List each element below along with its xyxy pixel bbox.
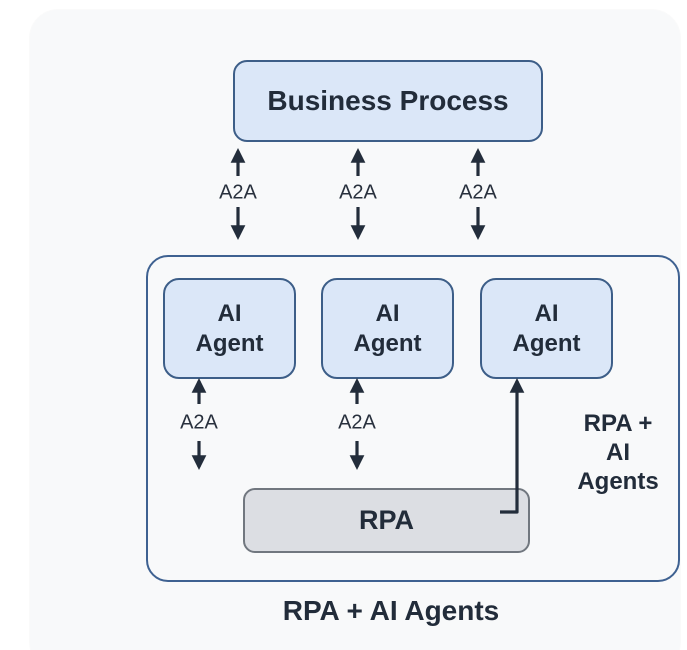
- diagram-card: Business Process AI Agent AI Agent AI Ag…: [30, 10, 680, 650]
- a2a-label-top-2: A2A: [339, 181, 377, 204]
- rpa-ai-agents-side-label: RPA + AI Agents: [577, 410, 659, 495]
- rpa-label: RPA: [358, 505, 414, 535]
- ai-agent-node-1: AI Agent: [163, 278, 296, 379]
- a2a-label-inner-2: A2A: [338, 411, 376, 434]
- diagram-caption: RPA + AI Agents: [282, 595, 500, 626]
- agents-container: [146, 255, 680, 582]
- business-process-label: Business Process: [267, 85, 509, 116]
- ai-agent-label-3: AI Agent: [512, 299, 581, 357]
- a2a-label-inner-1: A2A: [180, 411, 218, 434]
- a2a-label-top-1: A2A: [219, 181, 257, 204]
- rpa-node: RPA: [243, 488, 530, 553]
- ai-agent-node-2: AI Agent: [321, 278, 454, 379]
- a2a-label-top-3: A2A: [459, 181, 497, 204]
- ai-agent-node-3: AI Agent: [480, 278, 613, 379]
- ai-agent-label-1: AI Agent: [195, 299, 264, 357]
- business-process-node: Business Process: [233, 60, 543, 142]
- ai-agent-label-2: AI Agent: [353, 299, 422, 357]
